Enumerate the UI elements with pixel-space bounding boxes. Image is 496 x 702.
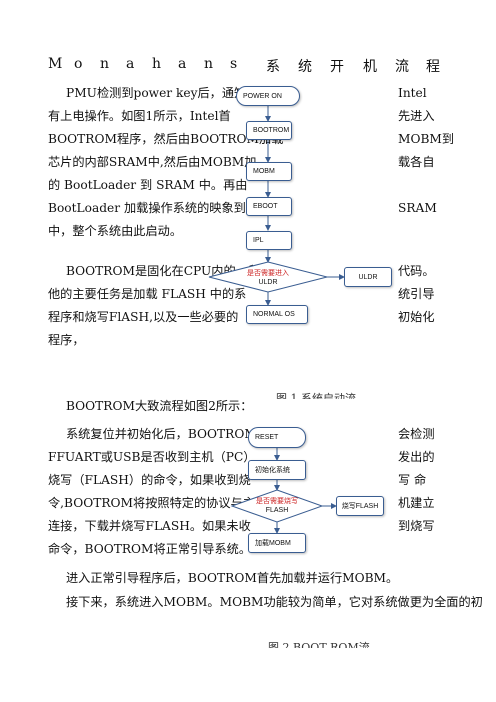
- paragraph-line: BootLoader 加载操作系统的映象到: [48, 201, 246, 215]
- node-label: RESET: [255, 434, 279, 441]
- decision-label: 是否需要进入: [247, 269, 289, 277]
- paragraph-fragment: 写 命: [398, 473, 427, 487]
- node-ipl: IPL: [246, 231, 292, 250]
- paragraph-line: 他的主要任务是加载 FLASH 中的系: [48, 287, 247, 301]
- node-mobm: MOBM: [246, 162, 292, 181]
- figure1-caption: 图 1 系统启动流: [276, 392, 356, 399]
- paragraph-fragment: 到烧写: [398, 519, 435, 533]
- title-char: 系: [266, 59, 280, 75]
- title-char: M: [48, 56, 63, 72]
- node-label: 加载MOBM: [255, 540, 291, 547]
- paragraph-line: FFUART或USB是否收到主机（PC）: [48, 450, 256, 464]
- paragraph-fragment: SRAM: [398, 201, 437, 215]
- title-char: n: [100, 56, 110, 72]
- paragraph-line: BOOTROM程序，然后由BOOTROM加载: [48, 132, 284, 146]
- paragraph-line: 有上电操作。如图1所示，Intel首: [48, 109, 231, 123]
- title-char: 流: [395, 59, 409, 75]
- decision-diamond: [208, 261, 328, 293]
- title-char: 程: [426, 59, 440, 75]
- node-label: EBOOT: [253, 203, 278, 210]
- node-eboot: EBOOT: [246, 197, 292, 216]
- paragraph-fragment: 代码。: [398, 264, 435, 278]
- title-char: a: [126, 56, 135, 72]
- paragraph-fragment: 机建立: [398, 496, 435, 510]
- paragraph-fragment: 发出的: [398, 450, 435, 464]
- title-char: 开: [330, 59, 344, 75]
- node-bootrom: BOOTROM: [246, 121, 292, 140]
- section3-intro: BOOTROM大致流程如图2所示：: [66, 399, 253, 413]
- title-char: n: [204, 56, 214, 72]
- node-init-system: 初始化系统: [248, 460, 306, 480]
- node-label: ULDR: [358, 273, 378, 281]
- paragraph-line: 程序和烧写FlASH,以及一些必要的: [48, 310, 239, 324]
- figure2-caption: 图 2 BOOT ROM流: [268, 641, 370, 648]
- paragraph-line: 的 BootLoader 到 SRAM 中。再由: [48, 178, 248, 192]
- node-reset: RESET: [248, 427, 306, 448]
- node-label: POWER ON: [243, 92, 282, 100]
- paragraph-fragment: MOBM到: [398, 132, 455, 146]
- decision-label: 是否需要烧写: [256, 496, 298, 505]
- title-char: 统: [298, 59, 312, 75]
- node-power-on: POWER ON: [236, 86, 300, 106]
- node-label: NORMAL OS: [253, 311, 295, 318]
- decision-label: ULDR: [258, 279, 277, 286]
- paragraph-line: 令,BOOTROM将按照特定的协议与主: [48, 496, 255, 510]
- paragraph-fragment: 会检测: [398, 427, 435, 441]
- paragraph-line: 连接，下载并烧写FLASH。如果未收: [48, 519, 251, 533]
- paragraph-fragment: 载各自: [398, 155, 435, 169]
- paragraph-line: 程序，: [48, 333, 85, 347]
- paragraph-line: PMU检测到power key后，通知: [66, 86, 247, 100]
- node-load-mobm: 加载MOBM: [248, 533, 306, 553]
- decision-diamond: [230, 489, 324, 523]
- title-char: s: [230, 56, 238, 72]
- document-title: M o n a h a n s 系 统 开 机 流 程: [48, 56, 440, 76]
- paragraph-fragment: 先进入: [398, 109, 435, 123]
- title-char: h: [152, 56, 162, 72]
- node-label: BOOTROM: [253, 127, 290, 134]
- paragraph-line: BOOTROM是固化在CPU内的一段: [66, 264, 261, 278]
- paragraph-line: 芯片的内部SRAM中,然后由MOBM加: [48, 155, 257, 169]
- paragraph-line: 系统复位并初始化后，BOOTROM: [66, 427, 257, 441]
- title-char: o: [74, 56, 83, 72]
- node-normal-os: NORMAL OS: [246, 305, 308, 324]
- title-char: a: [178, 56, 187, 72]
- node-burn-flash: 烧写FLASH: [336, 496, 384, 516]
- title-char: 机: [363, 59, 377, 75]
- node-label: IPL: [253, 237, 264, 244]
- node-uldr: ULDR: [344, 267, 392, 287]
- node-label: 初始化系统: [255, 467, 290, 474]
- paragraph-fragment: 初始化: [398, 310, 435, 324]
- node-label: 烧写FLASH: [341, 503, 379, 510]
- paragraph-line: 中，整个系统由此启动。: [48, 224, 183, 238]
- paragraph-fragment: 统引导: [398, 287, 435, 301]
- decision-label: FLASH: [266, 507, 289, 514]
- paragraph-line: 命令，BOOTROM将正常引导系统。: [48, 542, 252, 556]
- paragraph-fragment: Intel: [398, 86, 427, 100]
- node-label: MOBM: [253, 168, 275, 175]
- paragraph-line: 接下来，系统进入MOBM。MOBM功能较为简单，它对系统做更为全面的初: [66, 595, 483, 609]
- paragraph-line: 烧写（FLASH）的命令，如果收到烧: [48, 473, 251, 487]
- paragraph-line: 进入正常引导程序后，BOOTROM首先加载并运行MOBM。: [66, 571, 399, 585]
